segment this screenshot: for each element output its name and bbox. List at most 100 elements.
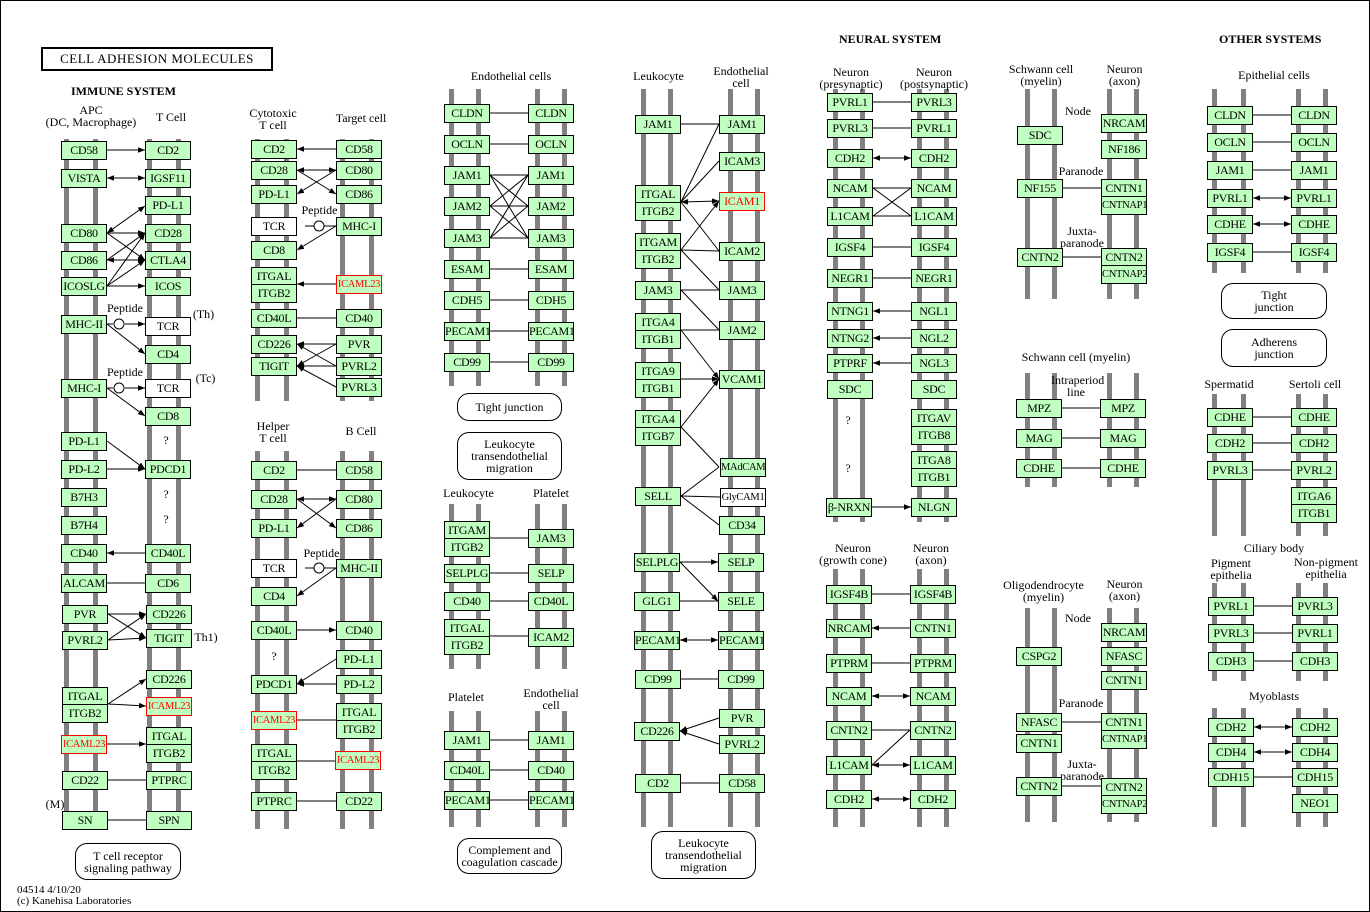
gene-box-igsf4b[interactable]: IGSF4B bbox=[826, 585, 872, 604]
gene-box-jam3[interactable]: JAM3 bbox=[444, 229, 490, 248]
gene-box-jam1[interactable]: JAM1 bbox=[719, 115, 765, 134]
gene-box-cd226[interactable]: CD226 bbox=[251, 335, 297, 354]
gene-box-pvr[interactable]: PVR bbox=[336, 335, 382, 354]
gene-box-mag[interactable]: MAG bbox=[1100, 429, 1146, 448]
gene-box-jam1[interactable]: JAM1 bbox=[1291, 161, 1337, 180]
gene-box-pvrl2[interactable]: PVRL2 bbox=[1291, 461, 1337, 480]
gene-box-l1cam[interactable]: L1CAM bbox=[827, 207, 873, 226]
gene-box-cd80[interactable]: CD80 bbox=[336, 161, 382, 180]
gene-box-b7h3[interactable]: B7H3 bbox=[61, 488, 107, 507]
gene-box-mpz[interactable]: MPZ bbox=[1100, 399, 1146, 418]
gene-box-tigit[interactable]: TIGIT bbox=[146, 629, 192, 648]
gene-box-cd99[interactable]: CD99 bbox=[528, 353, 574, 372]
gene-box-mag[interactable]: MAG bbox=[1016, 429, 1062, 448]
gene-box-cd28[interactable]: CD28 bbox=[251, 161, 297, 180]
gene-box-nf155[interactable]: NF155 bbox=[1017, 179, 1063, 198]
gene-box-cd80[interactable]: CD80 bbox=[61, 224, 107, 243]
gene-box-pvrl3[interactable]: PVRL3 bbox=[336, 378, 382, 397]
gene-box-ocln[interactable]: OCLN bbox=[528, 135, 574, 154]
gene-box-cntn1[interactable]: CNTN1 bbox=[910, 619, 956, 638]
gene-box-itgb2[interactable]: ITGB2 bbox=[62, 704, 108, 723]
pathway-link-tight2[interactable]: Tight junction bbox=[1221, 283, 1327, 319]
gene-box-ngl1[interactable]: NGL1 bbox=[911, 302, 957, 321]
pathway-link-tcr[interactable]: T cell receptor signaling pathway bbox=[75, 843, 181, 880]
gene-box-cdh3[interactable]: CDH3 bbox=[1208, 652, 1254, 671]
gene-box-cdh4[interactable]: CDH4 bbox=[1292, 743, 1338, 762]
gene-box-cdh2[interactable]: CDH2 bbox=[827, 149, 873, 168]
gene-box-cntn1[interactable]: CNTN1 bbox=[1016, 734, 1062, 753]
gene-box-pvrl1[interactable]: PVRL1 bbox=[827, 93, 873, 112]
gene-box-cd8[interactable]: CD8 bbox=[251, 241, 297, 260]
gene-box-jam1[interactable]: JAM1 bbox=[528, 731, 574, 750]
gene-box-cdh5[interactable]: CDH5 bbox=[528, 291, 574, 310]
gene-box-cd40l[interactable]: CD40L bbox=[528, 592, 574, 611]
gene-box-cntn1[interactable]: CNTN1 bbox=[1101, 179, 1147, 198]
gene-box-itgb2[interactable]: ITGB2 bbox=[251, 284, 297, 303]
gene-box-tigit[interactable]: TIGIT bbox=[251, 357, 297, 376]
gene-box-cd2[interactable]: CD2 bbox=[251, 461, 297, 480]
gene-box-cldn[interactable]: CLDN bbox=[1207, 106, 1253, 125]
gene-box-pvrl3[interactable]: PVRL3 bbox=[827, 119, 873, 138]
gene-box-cdhe[interactable]: CDHE bbox=[1016, 459, 1062, 478]
gene-box-itgal[interactable]: ITGAL bbox=[62, 687, 108, 706]
gene-box-cdh15[interactable]: CDH15 bbox=[1292, 768, 1338, 787]
gene-box-cd40l[interactable]: CD40L bbox=[251, 309, 297, 328]
gene-box-itgb1[interactable]: ITGB1 bbox=[635, 330, 681, 349]
gene-box-cntnap2[interactable]: CNTNAP2 bbox=[1101, 795, 1147, 814]
gene-box-cspg2[interactable]: CSPG2 bbox=[1016, 647, 1062, 666]
gene-box-icam2[interactable]: ICAM2 bbox=[528, 628, 574, 647]
gene-box-l1cam[interactable]: L1CAM bbox=[826, 756, 872, 775]
gene-box-sell[interactable]: SELL bbox=[635, 487, 681, 506]
gene-box-tcr[interactable]: TCR bbox=[251, 559, 297, 578]
gene-box-nlgn[interactable]: NLGN bbox=[911, 498, 957, 517]
gene-box-itgb1[interactable]: ITGB1 bbox=[1291, 504, 1337, 523]
gene-box-nrcam[interactable]: NRCAM bbox=[1101, 114, 1147, 133]
gene-box-ptprf[interactable]: PTPRF bbox=[827, 354, 873, 373]
gene-box-glg1[interactable]: GLG1 bbox=[634, 592, 680, 611]
gene-box-cd40l[interactable]: CD40L bbox=[251, 621, 297, 640]
gene-box-sdc[interactable]: SDC bbox=[1017, 126, 1063, 145]
gene-box-ngl3[interactable]: NGL3 bbox=[911, 354, 957, 373]
gene-box-cd2[interactable]: CD2 bbox=[145, 141, 191, 160]
gene-box-vista[interactable]: VISTA bbox=[61, 169, 107, 188]
gene-box-jam2[interactable]: JAM2 bbox=[444, 197, 490, 216]
gene-box-cd99[interactable]: CD99 bbox=[444, 353, 490, 372]
gene-box-cdhe[interactable]: CDHE bbox=[1291, 215, 1337, 234]
gene-box-cntnap2[interactable]: CNTNAP2 bbox=[1101, 265, 1147, 284]
gene-box-cd40l[interactable]: CD40L bbox=[444, 761, 490, 780]
gene-box-selp[interactable]: SELP bbox=[718, 553, 764, 572]
gene-box-igsf4[interactable]: IGSF4 bbox=[1207, 243, 1253, 262]
gene-box-pvrl1[interactable]: PVRL1 bbox=[1291, 189, 1337, 208]
gene-box-nf186[interactable]: NF186 bbox=[1101, 140, 1147, 159]
gene-box-itgal[interactable]: ITGAL bbox=[444, 619, 490, 638]
gene-box-igsf4[interactable]: IGSF4 bbox=[911, 238, 957, 257]
gene-box-itgb2[interactable]: ITGB2 bbox=[444, 538, 490, 557]
gene-box-igsf4[interactable]: IGSF4 bbox=[827, 238, 873, 257]
gene-box-pecam1[interactable]: PECAM1 bbox=[444, 791, 490, 810]
gene-box-pd-l2[interactable]: PD-L2 bbox=[336, 675, 382, 694]
gene-box-icaml23[interactable]: ICAML23 bbox=[146, 697, 192, 716]
gene-box-sele[interactable]: SELE bbox=[718, 592, 764, 611]
gene-box-selplg[interactable]: SELPLG bbox=[634, 553, 680, 572]
gene-box-ncam[interactable]: NCAM bbox=[911, 179, 957, 198]
gene-box-itgb7[interactable]: ITGB7 bbox=[635, 427, 681, 446]
gene-box-icam3[interactable]: ICAM3 bbox=[719, 152, 765, 171]
gene-box-cdhe[interactable]: CDHE bbox=[1291, 408, 1337, 427]
gene-box-neo1[interactable]: NEO1 bbox=[1292, 794, 1338, 813]
gene-box-cd2[interactable]: CD2 bbox=[635, 774, 681, 793]
gene-box-cdh2[interactable]: CDH2 bbox=[1207, 434, 1253, 453]
gene-box-cd40[interactable]: CD40 bbox=[61, 544, 107, 563]
gene-box-itgb1[interactable]: ITGB1 bbox=[911, 468, 957, 487]
gene-box-cdh4[interactable]: CDH4 bbox=[1208, 743, 1254, 762]
gene-box-mhc-ii[interactable]: MHC-II bbox=[336, 559, 382, 578]
gene-box-b7h4[interactable]: B7H4 bbox=[61, 516, 107, 535]
gene-box-mhc-i[interactable]: MHC-I bbox=[336, 217, 382, 236]
gene-box-ncam[interactable]: NCAM bbox=[827, 179, 873, 198]
gene-box-cd86[interactable]: CD86 bbox=[336, 185, 382, 204]
gene-box-cntn2[interactable]: CNTN2 bbox=[910, 721, 956, 740]
gene-box-itgb1[interactable]: ITGB1 bbox=[635, 379, 681, 398]
gene-box-cd86[interactable]: CD86 bbox=[336, 519, 382, 538]
gene-box-tcr[interactable]: TCR bbox=[251, 217, 297, 236]
gene-box-pecam1[interactable]: PECAM1 bbox=[444, 322, 490, 341]
gene-box-jam2[interactable]: JAM2 bbox=[719, 321, 765, 340]
